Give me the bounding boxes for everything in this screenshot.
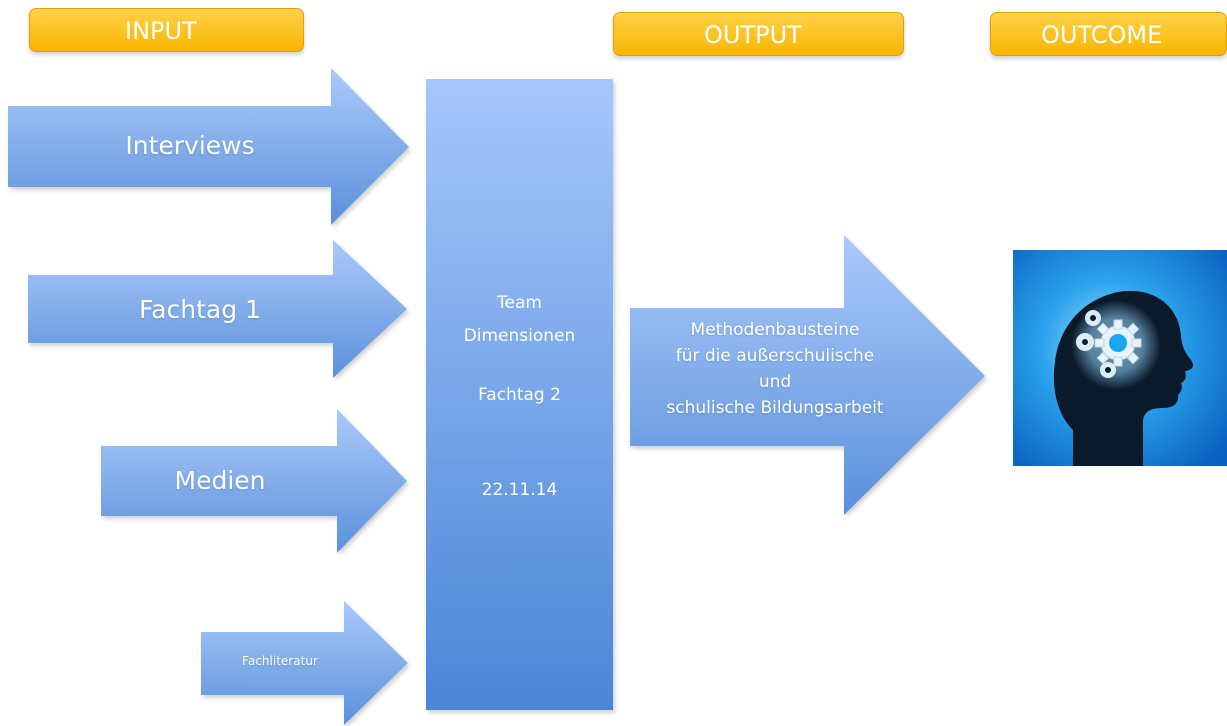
arrow-fachliteratur: [201, 601, 408, 725]
fachliteratur-label: Fachliteratur: [242, 654, 318, 668]
arrow-fachtag1: [28, 240, 407, 378]
input-header: INPUT: [29, 8, 304, 52]
output-line1: Methodenbausteine: [690, 320, 860, 340]
outcome-header: OUTCOME: [990, 12, 1227, 56]
output-line4: schulische Bildungsarbeit: [666, 398, 884, 418]
center-date: 22.11.14: [481, 480, 558, 500]
fachtag1-label: Fachtag 1: [139, 295, 261, 324]
arrow-interviews: [8, 68, 409, 225]
medien-label: Medien: [174, 466, 266, 495]
center-dimensionen: Dimensionen: [463, 326, 576, 346]
head-with-gears-icon: [1013, 250, 1227, 466]
output-line3: und: [758, 372, 792, 392]
output-header: OUTPUT: [613, 12, 904, 56]
arrow-output: [630, 235, 985, 515]
arrow-medien: [101, 409, 407, 553]
interviews-label: Interviews: [125, 131, 255, 160]
center-fachtag2: Fachtag 2: [478, 385, 561, 405]
output-line2: für die außerschulische: [675, 346, 875, 366]
center-column: [426, 79, 613, 710]
center-team: Team: [497, 293, 542, 313]
